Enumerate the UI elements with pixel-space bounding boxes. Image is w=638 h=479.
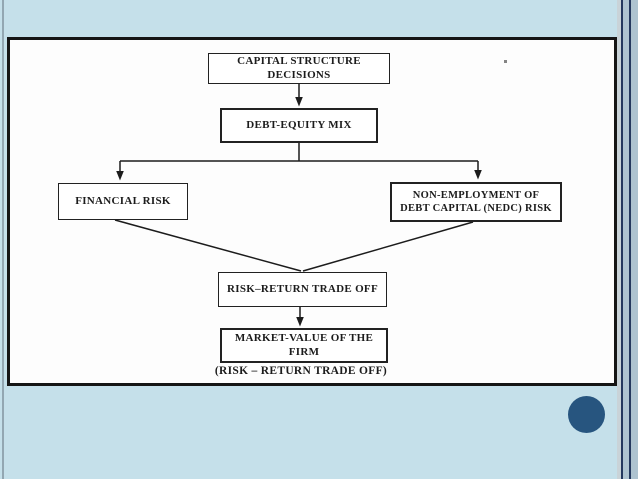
- node-debt-equity-mix: DEBT-EQUITY MIX: [220, 108, 378, 143]
- left-pinstripe: [2, 0, 4, 479]
- accent-circle: [568, 396, 605, 433]
- right-pale-stripe: [617, 0, 621, 479]
- right-decor-band: [621, 0, 638, 479]
- right-pinstripe: [621, 0, 623, 479]
- node-nedc-risk: NON-EMPLOYMENT OF DEBT CAPITAL (NEDC) RI…: [390, 182, 562, 222]
- diagram-caption: (RISK – RETURN TRADE OFF): [214, 365, 388, 377]
- right-pinstripe: [629, 0, 631, 479]
- scan-artifact-dot: [504, 60, 507, 63]
- node-capital-structure-decisions: CAPITAL STRUCTURE DECISIONS: [208, 53, 390, 84]
- node-market-value-of-firm: MARKET-VALUE OF THE FIRM: [220, 328, 388, 363]
- node-financial-risk: FINANCIAL RISK: [58, 183, 188, 220]
- node-risk-return-trade-off: RISK–RETURN TRADE OFF: [218, 272, 387, 307]
